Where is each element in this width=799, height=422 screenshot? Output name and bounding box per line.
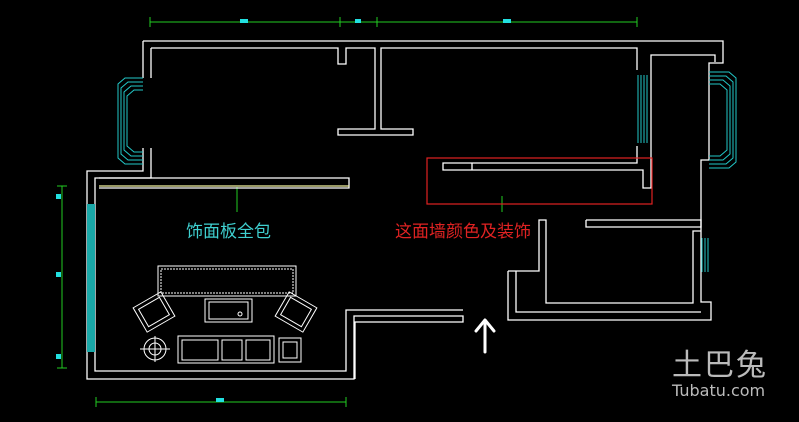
- panel-wrap-label: 饰面板全包: [186, 222, 271, 242]
- feature-wall-highlight: [426, 157, 653, 205]
- watermark: 土巴兔 Tubatu.com: [672, 350, 792, 400]
- left-window-panel: [87, 204, 95, 352]
- feature-wall-label: 这面墙颜色及装饰: [395, 222, 531, 242]
- windows: [117, 71, 737, 272]
- watermark-en: Tubatu.com: [672, 381, 766, 400]
- dimension-markers: [56, 19, 511, 402]
- entrance-arrow-icon: [474, 318, 496, 354]
- watermark-cn: 土巴兔: [672, 348, 768, 383]
- sofa-set-icon: [132, 265, 318, 364]
- walls: [86, 40, 724, 380]
- dimension-lines: [57, 17, 638, 407]
